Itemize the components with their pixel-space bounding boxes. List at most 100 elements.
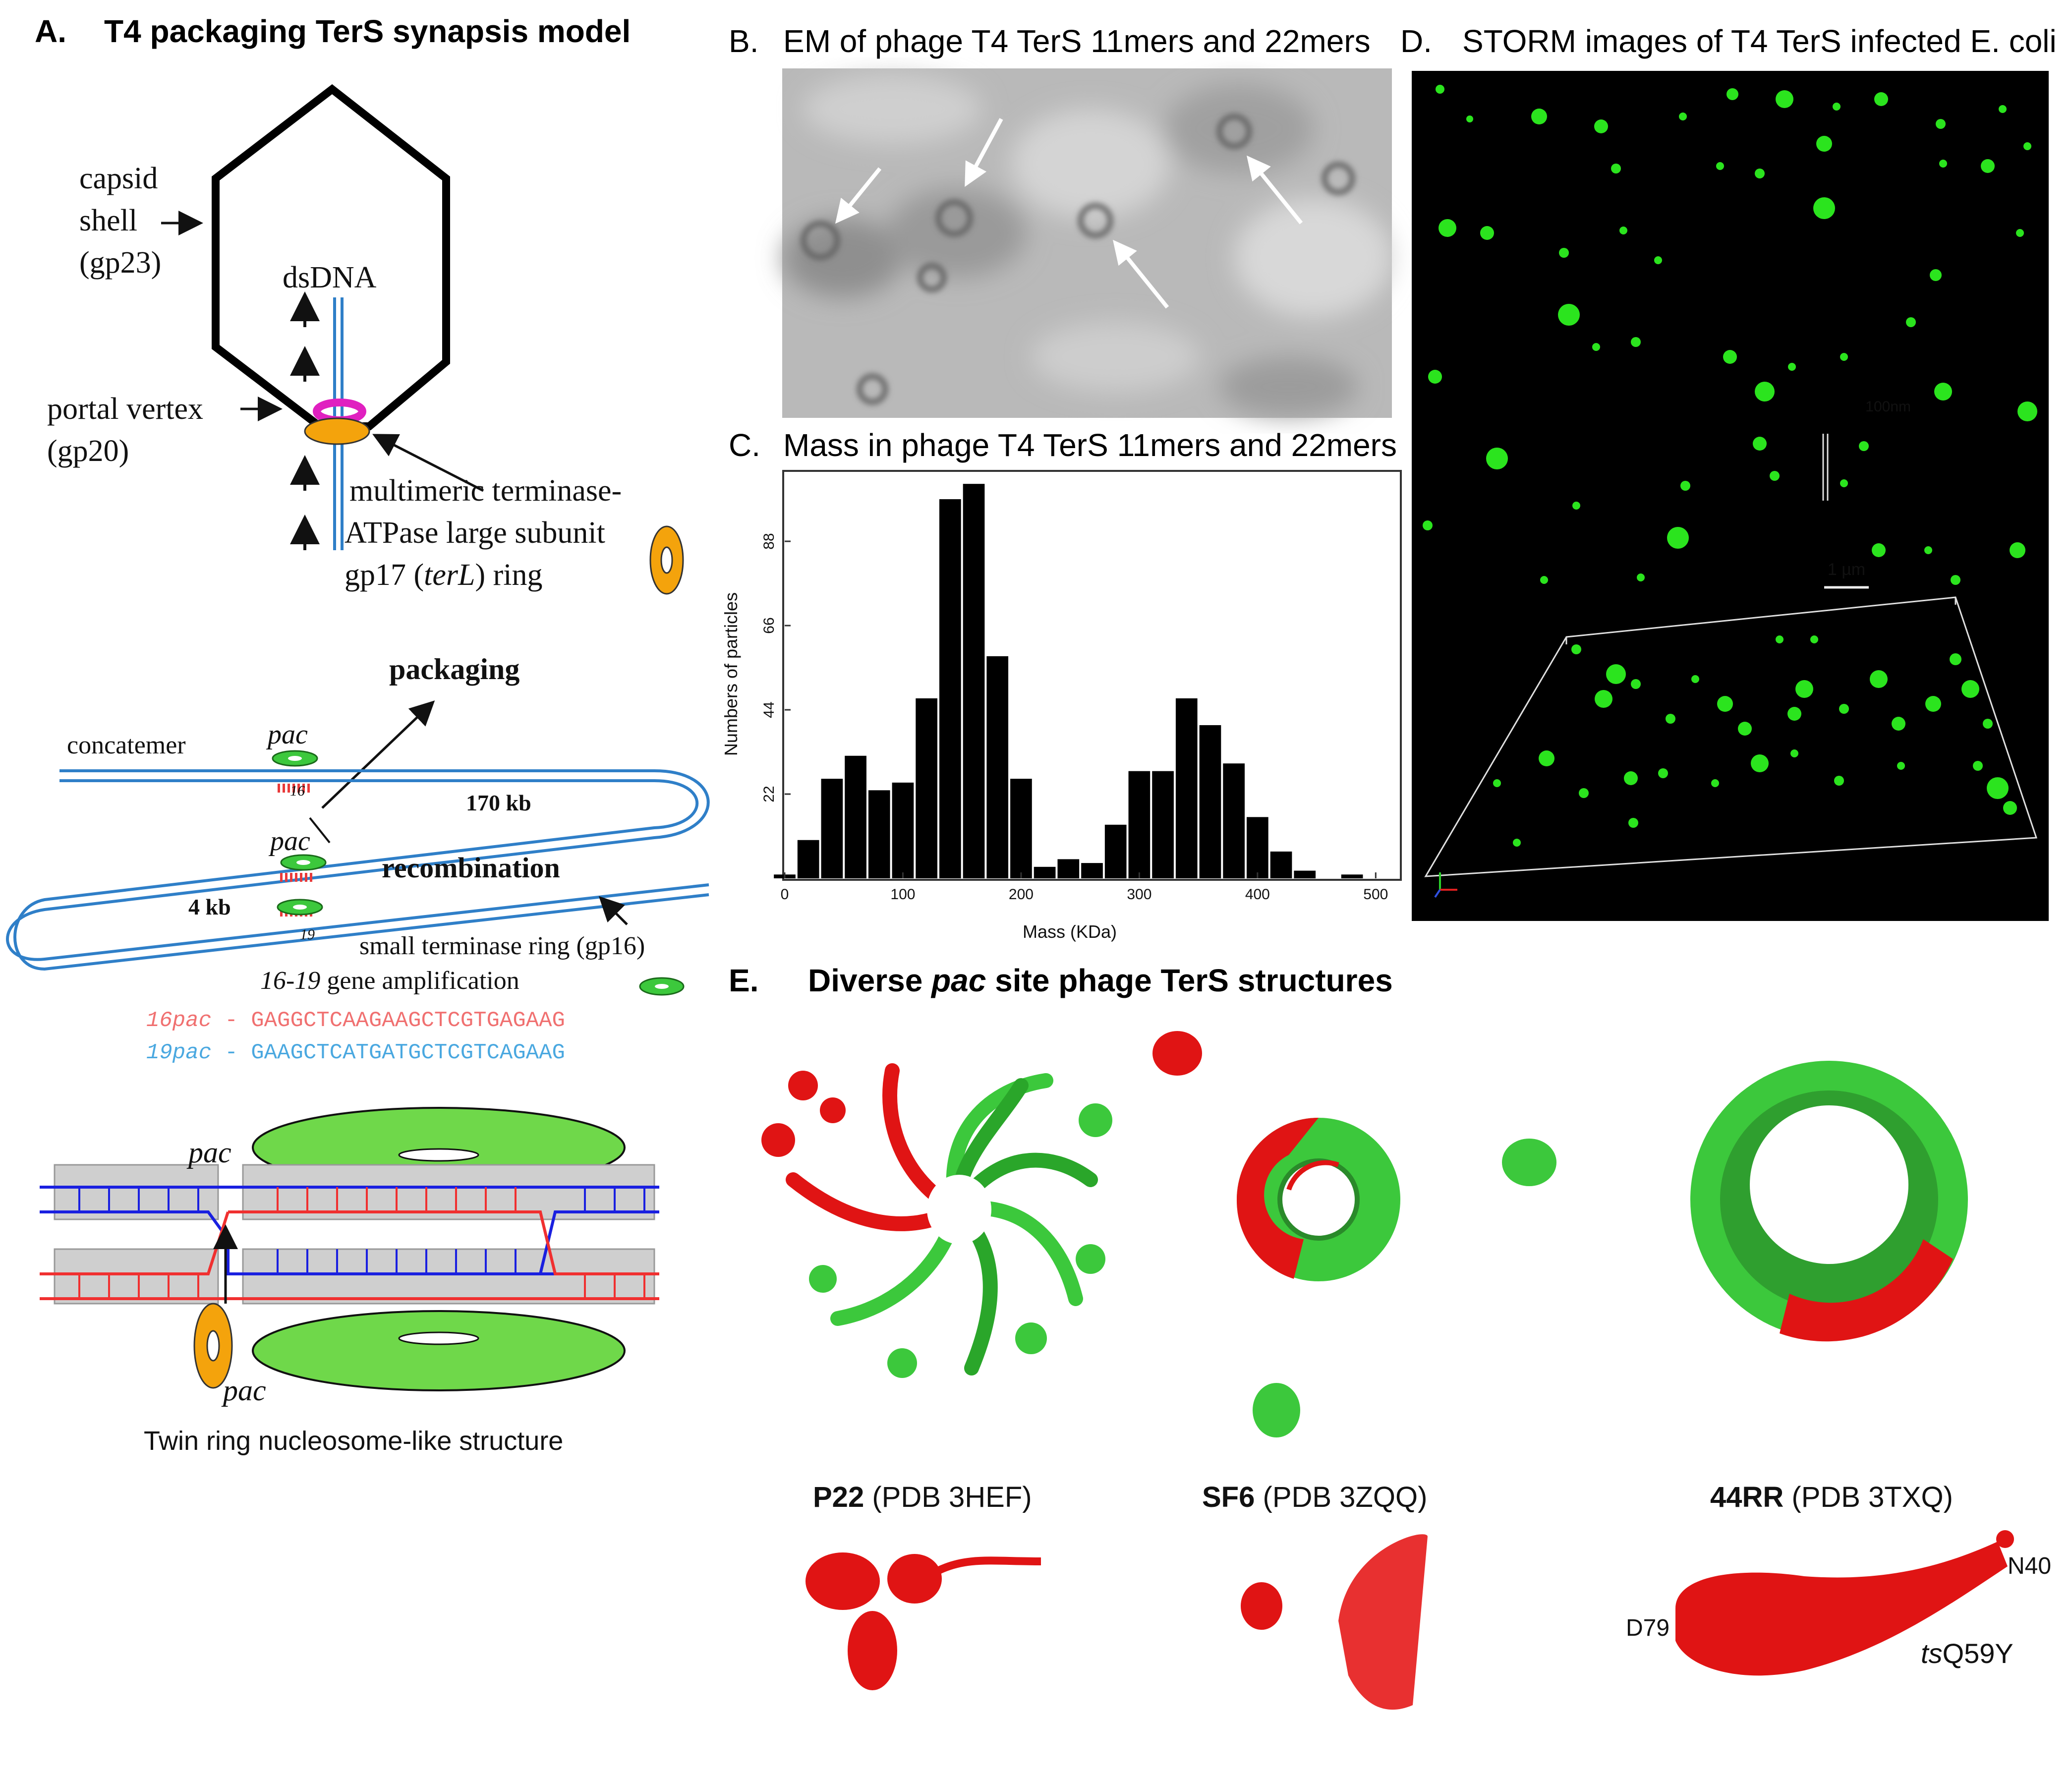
pac-label-blue: pac xyxy=(186,1136,231,1169)
chart-x-ticks: 0 100 200 300 400 500 xyxy=(781,872,1388,903)
bar xyxy=(1247,817,1268,878)
bar xyxy=(1270,851,1292,878)
y-tick-label: 22 xyxy=(761,786,777,802)
chart-y-axis-label: Numbers of particles xyxy=(721,592,741,756)
em-texture xyxy=(783,74,1393,416)
bar xyxy=(797,840,819,878)
bar xyxy=(845,755,866,878)
twin-ring-caption: Twin ring nucleosome-like structure xyxy=(144,1426,563,1456)
panel-c-title: Mass in phage T4 TerS 11mers and 22mers xyxy=(783,427,1397,463)
bar xyxy=(821,779,843,878)
pac-site-2: pac xyxy=(268,826,327,882)
recombination-label: recombination xyxy=(382,852,560,884)
chart-x-axis-label: Mass (KDa) xyxy=(1023,921,1117,942)
em-particles xyxy=(801,114,1355,404)
panel-b: B. EM of phage T4 TerS 11mers and 22mers xyxy=(729,23,1393,418)
terminase-arrow xyxy=(372,434,484,492)
panel-d-title: STORM images of T4 TerS infected E. coli xyxy=(1462,23,2057,59)
bar xyxy=(1175,698,1198,878)
storm-3d-box xyxy=(1424,596,2038,877)
pac-label-2: pac xyxy=(268,826,310,857)
bar xyxy=(1010,779,1032,878)
terminase-label: multimeric terminase- ATPase large subun… xyxy=(345,474,630,592)
panel-a-letter: A. xyxy=(35,13,66,49)
packaging-arrow xyxy=(321,700,435,809)
panel-e-title: Diverse pac site phage TerS structures xyxy=(808,963,1393,998)
gene-amplification-label: 16-19 gene amplification xyxy=(260,967,519,995)
bar xyxy=(916,698,937,878)
bar xyxy=(986,656,1009,878)
num-19: 19 xyxy=(300,926,315,943)
label-d79: D79 xyxy=(1626,1615,1669,1641)
em-arrows xyxy=(835,118,1303,309)
length-4kb: 4 kb xyxy=(188,894,231,919)
bar xyxy=(1152,771,1174,878)
bar xyxy=(1057,859,1080,878)
panel-b-letter: B. xyxy=(729,23,758,59)
panel-b-title: EM of phage T4 TerS 11mers and 22mers xyxy=(783,23,1371,59)
pac-site-3: 19 xyxy=(277,899,323,943)
bar xyxy=(1223,763,1245,878)
y-tick-label: 44 xyxy=(761,701,777,718)
terminase-ring xyxy=(304,417,370,445)
storm-spots xyxy=(1423,85,2037,847)
p22-ring-structure xyxy=(761,1063,1112,1378)
x-tick-label: 200 xyxy=(1009,886,1034,903)
panel-c: C. Mass in phage T4 TerS 11mers and 22me… xyxy=(721,427,1402,942)
length-170kb: 170 kb xyxy=(466,790,531,815)
panel-c-letter: C. xyxy=(729,427,760,463)
p22-label: P22 (PDB 3HEF) xyxy=(813,1481,1032,1513)
bar xyxy=(892,782,914,878)
portal-label: portal vertex (gp20) xyxy=(47,392,211,468)
bar xyxy=(1034,866,1056,878)
capsid-label: capsid shell (gp23) xyxy=(79,162,166,280)
panel-d-letter: D. xyxy=(1400,23,1432,59)
num-16: 16 xyxy=(290,783,305,799)
concatemer-label: concatemer xyxy=(67,731,186,759)
chart-y-ticks: 22 44 66 88 xyxy=(761,533,791,803)
bar xyxy=(1199,725,1221,878)
storm-image xyxy=(1412,71,2049,921)
bar xyxy=(1128,771,1151,878)
p22-monomer xyxy=(806,1552,1041,1690)
twin-ring-structure: pac pac xyxy=(40,1107,659,1407)
bar xyxy=(868,790,890,878)
bar xyxy=(1081,863,1103,878)
pac-label-red: pac xyxy=(221,1374,266,1407)
small-terminase-arrow xyxy=(598,896,628,925)
synapsis-arrow xyxy=(309,817,331,844)
chart-bars xyxy=(774,484,1363,878)
label-tsq59y: tsQ59Y xyxy=(1921,1638,2014,1669)
panel-e-letter: E. xyxy=(729,963,758,998)
panel-e: E. Diverse pac site phage TerS structure… xyxy=(729,963,2051,1710)
x-tick-label: 500 xyxy=(1363,886,1388,903)
concatemer-dna xyxy=(6,769,710,971)
sf6-ring-structure xyxy=(1152,1031,1556,1437)
scale-1um-label: 1 µm xyxy=(1828,560,1865,579)
x-tick-label: 300 xyxy=(1127,886,1151,903)
lower-ring xyxy=(252,1310,626,1391)
small-terminase-label: small terminase ring (gp16) xyxy=(359,932,645,960)
y-tick-label: 88 xyxy=(761,533,777,549)
x-tick-label: 400 xyxy=(1245,886,1270,903)
y-tick-label: 66 xyxy=(761,617,777,633)
scale-100nm-label: 100nm xyxy=(1865,399,1911,415)
packaging-label: packaging xyxy=(389,653,519,686)
x-tick-label: 0 xyxy=(781,886,789,903)
44rr-ring-structure xyxy=(1690,1061,1968,1342)
terminase-ring-icon xyxy=(649,525,684,595)
seq-16pac: 16pac - GAGGCTCAAGAAGCTCGTGAGAAG xyxy=(146,1008,565,1033)
pac-site-1: pac 16 xyxy=(266,719,318,799)
panel-a: A. T4 packaging TerS synapsis model caps… xyxy=(6,13,710,1456)
small-terminase-icon xyxy=(639,977,685,996)
panel-d: D. STORM images of T4 TerS infected E. c… xyxy=(1400,23,2057,921)
bar xyxy=(1104,824,1127,878)
44rr-monomer xyxy=(1675,1530,2014,1676)
pac-label-1: pac xyxy=(266,719,308,750)
bar xyxy=(1294,870,1316,878)
x-tick-label: 100 xyxy=(890,886,915,903)
seq-19pac: 19pac - GAAGCTCATGATGCTCGTCAGAAG xyxy=(146,1040,565,1065)
44rr-label: 44RR (PDB 3TXQ) xyxy=(1710,1481,1953,1513)
axis-indicator xyxy=(1434,872,1457,898)
